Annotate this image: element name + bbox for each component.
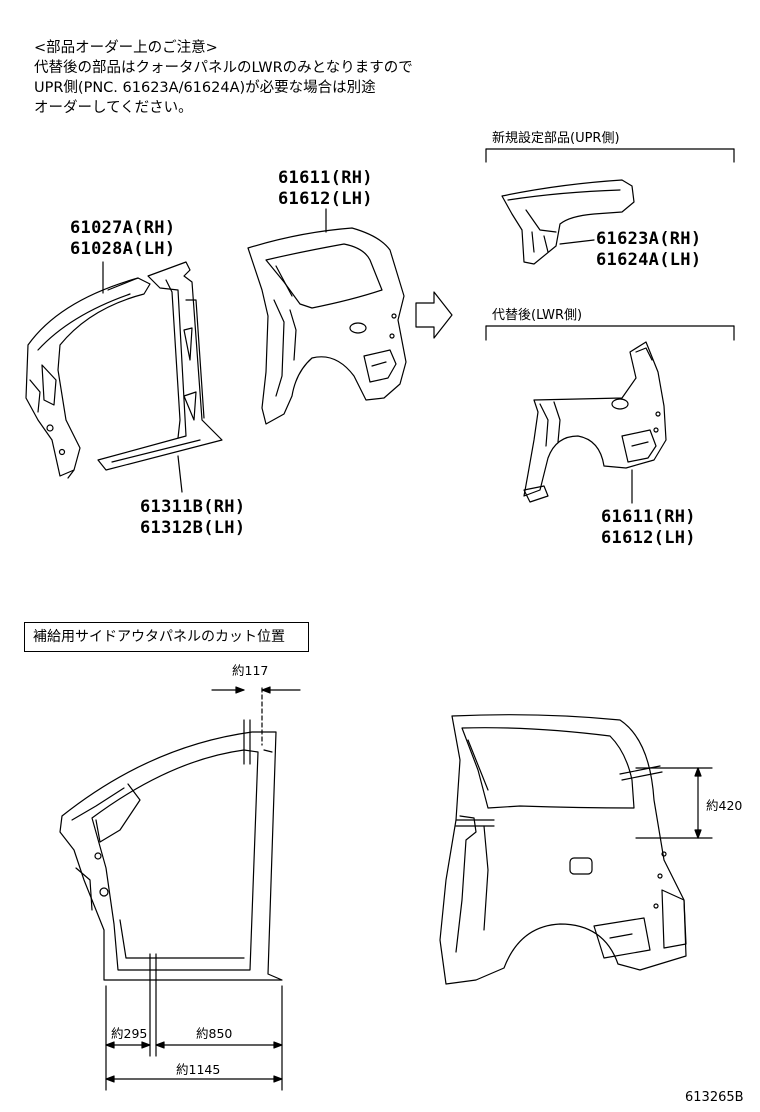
note-line-3: UPR側(PNC. 61623A/61624A)が必要な場合は別途 [34, 80, 376, 96]
dimension-1145: 約1145 [176, 1062, 221, 1077]
upr-part [502, 180, 634, 264]
quarter-panel-lwr [524, 342, 666, 503]
order-note: <部品オーダー上のご注意> 代替後の部品はクォータパネルのLWRのみとなりますの… [34, 38, 413, 118]
part-number-61612-bottom: 61612(LH) [601, 528, 696, 548]
new-part-section-label: 新規設定部品(UPR側) [492, 131, 620, 146]
part-number-61611-bottom: 61611(RH) [601, 507, 696, 527]
replacement-bracket [486, 326, 734, 340]
replacement-section-label: 代替後(LWR側) [492, 308, 583, 323]
figure-id: 613265B [685, 1090, 744, 1105]
part-number-61311b: 61311B(RH) [140, 497, 246, 517]
right-arrow-icon [416, 292, 452, 338]
part-number-61611-top: 61611(RH) [278, 168, 373, 188]
part-number-61623a: 61623A(RH) [596, 229, 702, 249]
dimension-295: 約295 [111, 1026, 148, 1041]
part-number-61612-top: 61612(LH) [278, 189, 373, 209]
new-part-bracket [486, 149, 734, 162]
quarter-panel-top [248, 209, 406, 424]
dimension-117: 約117 [232, 663, 269, 678]
note-line-1: <部品オーダー上のご注意> [34, 40, 218, 56]
part-number-61312b: 61312B(LH) [140, 518, 246, 538]
quarter-panel-cut [440, 715, 712, 984]
part-number-61027a: 61027A(RH) [70, 218, 176, 238]
part-number-61028a: 61028A(LH) [70, 239, 176, 259]
cut-position-box-label: 補給用サイドアウタパネルのカット位置 [24, 622, 309, 652]
note-line-4: オーダーしてください。 [34, 100, 193, 116]
part-number-61624a: 61624A(LH) [596, 250, 702, 270]
note-line-2: 代替後の部品はクォータパネルのLWRのみとなりますので [34, 60, 413, 76]
front-pillar-part [26, 278, 150, 478]
front-side-panel-cut [60, 687, 300, 1090]
rocker-part [98, 262, 222, 470]
dimension-420: 約420 [706, 798, 743, 813]
dimension-850: 約850 [196, 1026, 233, 1041]
